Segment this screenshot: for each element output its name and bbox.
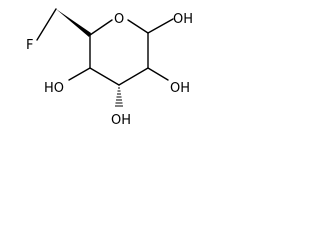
hydroxyl-right-label: OH [170,81,190,96]
bond-c1-oh [147,18,174,34]
hydroxyl-bottom-label: OH [111,113,131,128]
bond-c5-o [89,19,113,36]
bond-c2-c3 [118,67,149,86]
structure-svg: F O OH OH OH HO [26,8,193,128]
bond-f-ch2 [36,8,57,41]
bond-o-c1 [127,19,149,34]
hydroxyl-top-right-label: OH [173,12,193,27]
ring-oxygen-label: O [114,12,124,27]
fluorine-label: F [26,38,33,53]
hydroxyl-left-label: HO [44,81,64,96]
wedge-bond-ch2-c5 [56,9,91,37]
bond-c2-oh [147,67,169,81]
molecule-diagram: F O OH OH OH HO [0,0,198,138]
bond-c3-c4 [89,67,120,86]
bond-c4-oh [68,67,91,81]
hashed-bond-c3-oh [115,87,123,107]
